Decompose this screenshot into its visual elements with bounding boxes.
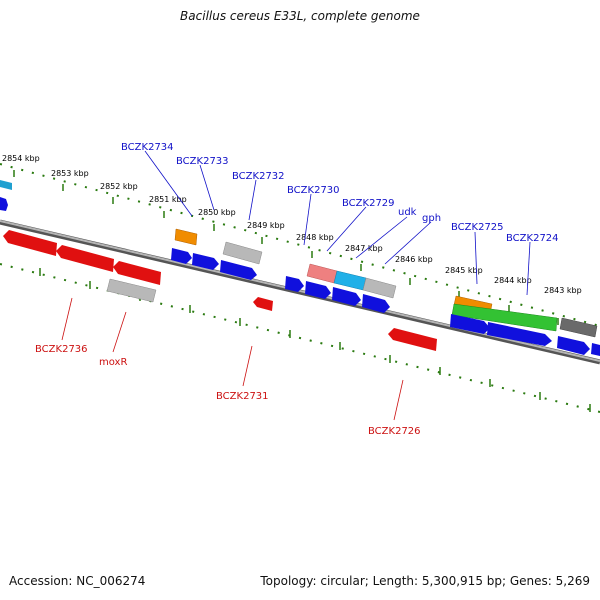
reverse-gene-labels: BCZK2736 moxR BCZK2731 BCZK2726 [35, 297, 421, 437]
gene-feature [450, 314, 490, 334]
gene-feature [113, 261, 161, 285]
gene-feature [106, 278, 157, 303]
gene-label: BCZK2724 [506, 233, 559, 244]
forward-strand-genes[interactable] [0, 180, 600, 356]
topology-text: Topology: circular; Length: 5,300,915 bp… [260, 574, 590, 588]
gene-feature [0, 180, 12, 190]
tick-label: 2843 kbp [544, 286, 582, 295]
gene-feature [222, 241, 263, 265]
genome-title: Bacillus cereus E33L, complete genome [180, 9, 420, 23]
gene-label: BCZK2725 [451, 222, 504, 233]
upper-tick-ring [0, 163, 600, 327]
gene-label: BCZK2734 [121, 142, 174, 153]
tick-label: 2854 kbp [2, 154, 40, 163]
tick-label: 2853 kbp [51, 169, 89, 178]
accession-text: Accession: NC_006274 [9, 574, 146, 588]
gene-feature [591, 343, 600, 356]
gene-feature [388, 328, 437, 351]
tick-label: 2849 kbp [247, 221, 285, 230]
gene-label: moxR [99, 357, 127, 368]
gene-feature [192, 253, 219, 270]
gene-feature [451, 303, 558, 332]
gene-feature [487, 322, 552, 346]
gene-label: gph [422, 213, 441, 224]
gene-feature [253, 297, 273, 311]
tick-label: 2850 kbp [198, 208, 236, 217]
gene-feature [559, 317, 598, 338]
tick-label: 2846 kbp [395, 255, 433, 264]
kbp-tick-labels: 2854 kbp 2853 kbp 2852 kbp 2851 kbp 2850… [2, 154, 582, 295]
tick-label: 2848 kbp [296, 233, 334, 242]
gene-label: BCZK2732 [232, 171, 285, 182]
gene-feature [174, 228, 198, 246]
gene-feature [362, 277, 397, 299]
gene-feature [220, 260, 257, 280]
gene-feature [333, 270, 367, 291]
gene-feature [285, 276, 304, 292]
tick-label: 2847 kbp [345, 244, 383, 253]
gene-label: BCZK2731 [216, 391, 269, 402]
gene-label: udk [398, 207, 417, 218]
tick-label: 2844 kbp [494, 276, 532, 285]
gene-feature [171, 248, 192, 264]
gene-feature [305, 281, 331, 299]
tick-label: 2851 kbp [149, 195, 187, 204]
gene-feature [362, 294, 390, 313]
gene-label: BCZK2730 [287, 185, 340, 196]
gene-feature [56, 245, 114, 272]
gene-feature [557, 336, 590, 355]
gene-feature [3, 230, 57, 256]
forward-gene-labels: BCZK2734 BCZK2733 BCZK2732 BCZK2730 BCZK… [121, 142, 559, 296]
gene-feature [332, 287, 361, 306]
gene-label: BCZK2733 [176, 156, 229, 167]
gene-label: BCZK2736 [35, 344, 88, 355]
tick-label: 2845 kbp [445, 266, 483, 275]
gene-feature [306, 263, 338, 284]
genome-backbone [0, 219, 600, 365]
reverse-strand-genes[interactable] [3, 230, 437, 351]
gene-label: BCZK2726 [368, 426, 421, 437]
tick-label: 2852 kbp [100, 182, 138, 191]
gene-feature [0, 197, 8, 211]
gene-label: BCZK2729 [342, 198, 395, 209]
